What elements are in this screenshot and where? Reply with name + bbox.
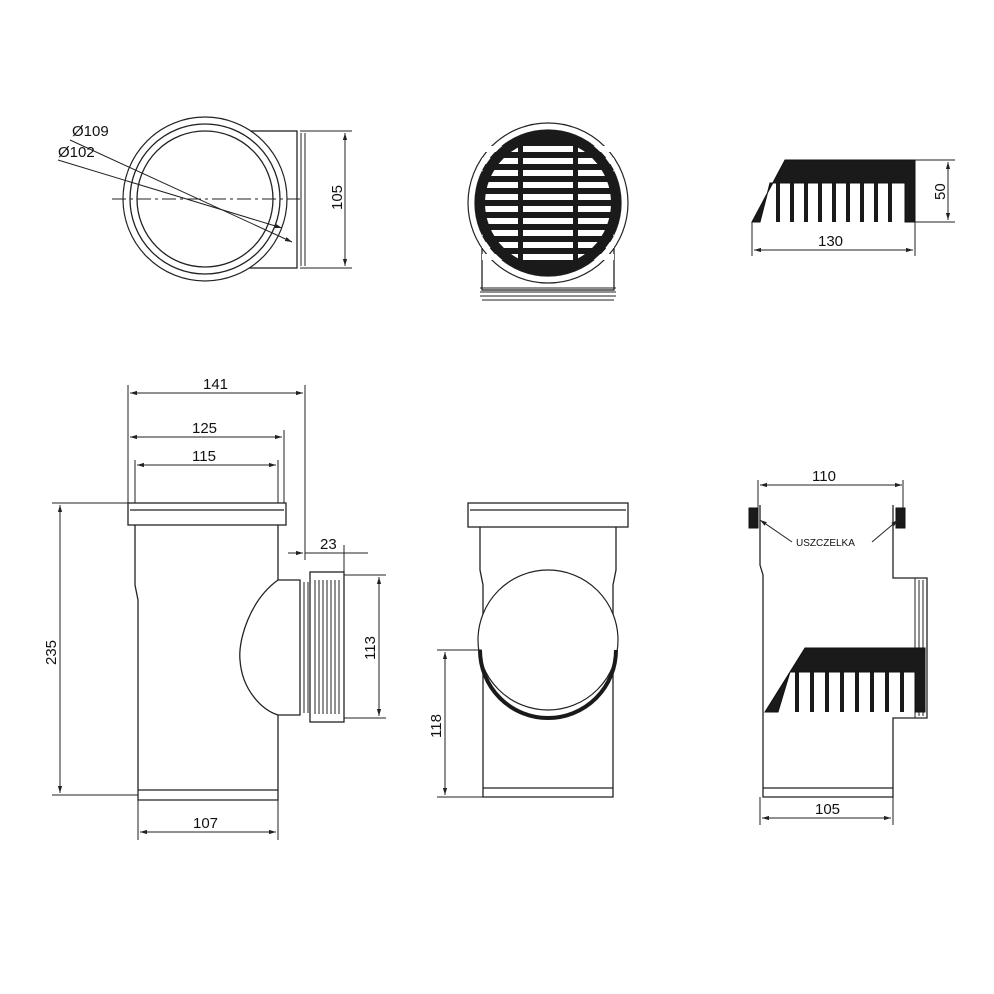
view-bottom-middle: 118 <box>428 502 629 798</box>
view-bottom-left: 141 125 115 23 235 113 107 <box>43 376 386 840</box>
height-118-label: 118 <box>428 714 445 738</box>
height-50-label: 50 <box>932 183 949 200</box>
width-115-label: 115 <box>192 448 216 465</box>
width-110-label: 110 <box>812 468 836 485</box>
view-top-left: Ø109 Ø102 105 <box>57 116 352 282</box>
height-113-label: 113 <box>362 636 379 660</box>
dia-109-label: Ø109 <box>72 123 109 140</box>
view-bottom-right: 110 USZCZELKA 105 <box>748 468 928 825</box>
view-top-middle <box>467 122 629 301</box>
width-130-label: 130 <box>818 233 843 250</box>
height-105-label: 105 <box>329 185 346 210</box>
width-105-label: 105 <box>815 801 840 818</box>
dia-102-label: Ø102 <box>58 144 95 161</box>
thread-lines <box>480 287 616 301</box>
view-top-right: 130 50 <box>751 159 955 256</box>
seal-label: USZCZELKA <box>796 538 855 549</box>
width-125-label: 125 <box>192 420 217 437</box>
depth-23-label: 23 <box>320 536 337 553</box>
thread-lines <box>299 580 309 715</box>
width-107-label: 107 <box>193 815 218 832</box>
grille-ribs <box>795 672 904 712</box>
height-235-label: 235 <box>43 640 60 665</box>
width-141-label: 141 <box>203 376 228 393</box>
grille-ribs <box>776 183 892 222</box>
grille-bars <box>482 146 614 260</box>
